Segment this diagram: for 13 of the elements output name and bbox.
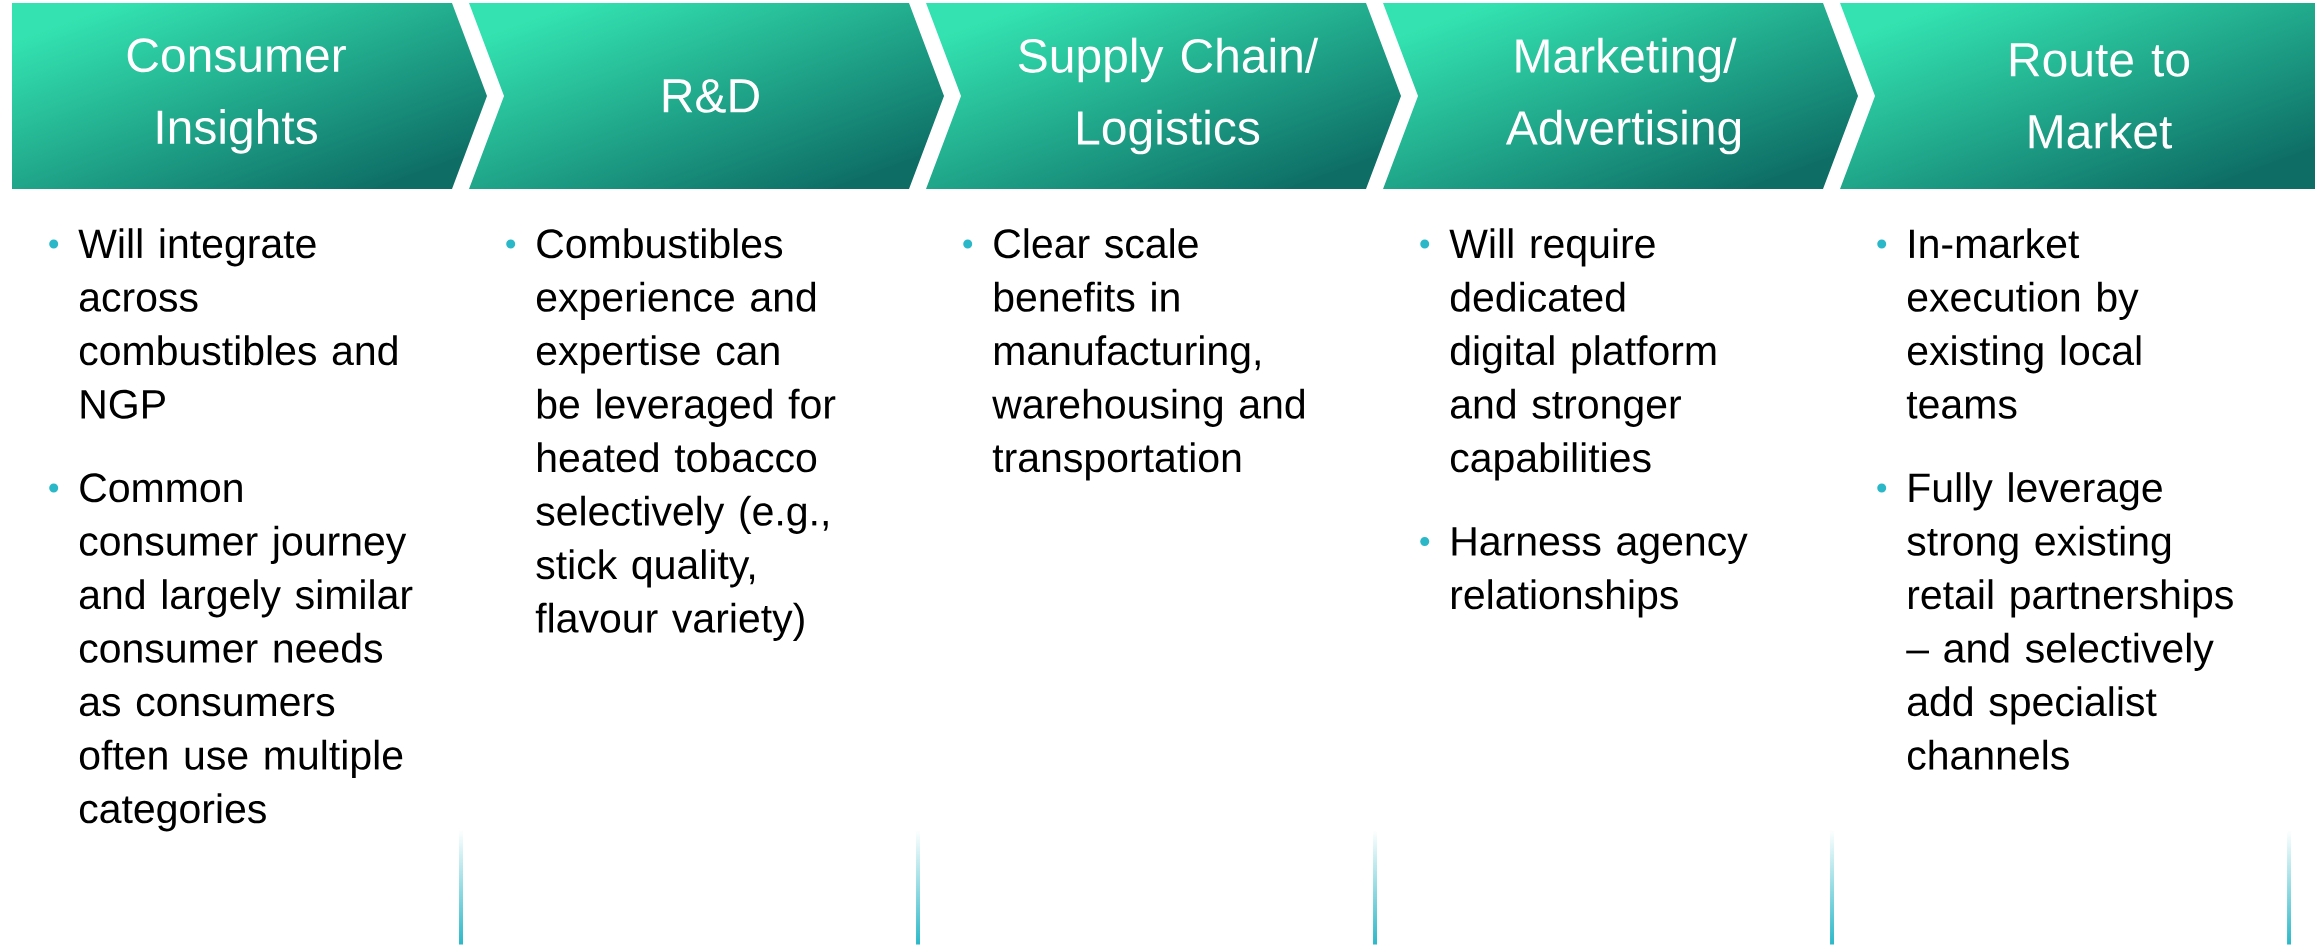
bullet-text: Clear scale benefits in manufacturing, warehousing and transportation <box>992 228 1305 481</box>
chevron: Route to Market <box>2010 43 2190 149</box>
chevron: Marketing/ Advertising <box>1505 37 1741 155</box>
bullet-text: Fully leverage strong existing retail partnerships – and selectively add specialist channels <box>1906 472 2233 770</box>
chevron: Supply Chain/ Logistics <box>1018 37 1319 155</box>
bullet-text: Common consumer journey and largely similar consumer needs as consumers often use multiple categories <box>79 473 413 832</box>
chevron: Consumer Insights <box>127 38 346 154</box>
chevron: R&D <box>663 79 759 113</box>
bullet-text: Will integrate across combustibles and NGP <box>78 228 397 419</box>
bullet-text: Will require dedicated digital platform and stronger capabilities <box>1449 228 1716 481</box>
bullet-text: Harness agency relationships <box>1451 527 1748 618</box>
bullet-text: Combustibles experience and expertise can be leveraged for heated tobacco selectively (e.g., stick quality, flavour variety) <box>535 228 836 641</box>
bullet-text: In-market execution by existing local teams <box>1906 228 2141 419</box>
